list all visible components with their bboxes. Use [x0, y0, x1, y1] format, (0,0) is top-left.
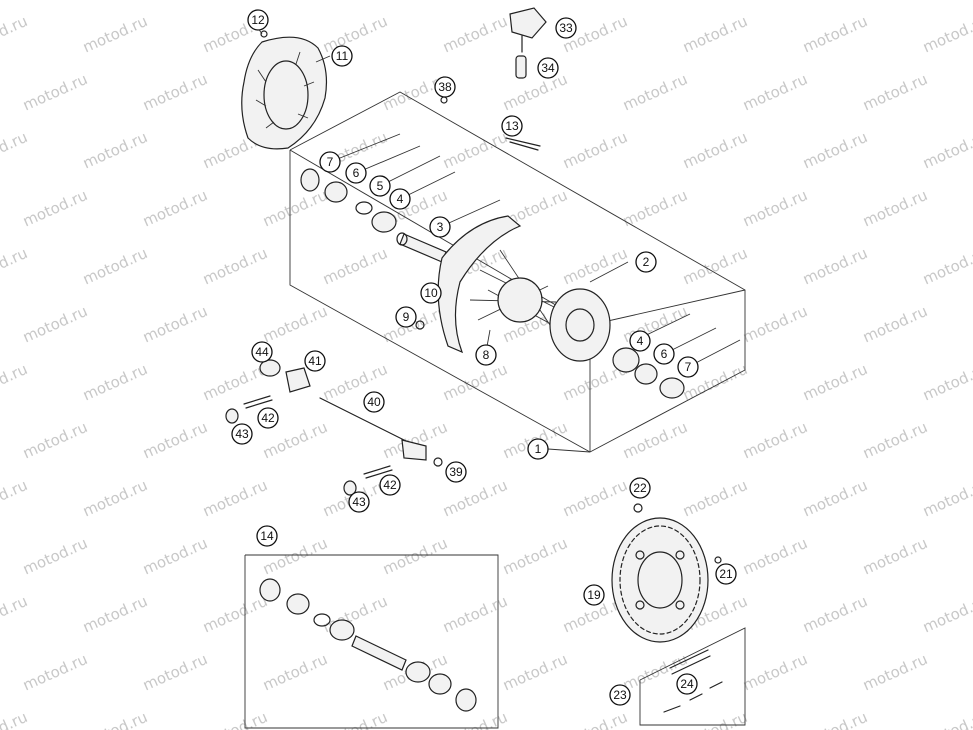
callout-number: 44: [255, 345, 269, 359]
callout-4: 4: [629, 330, 651, 352]
sprocket-screw-part: [714, 556, 722, 564]
callout-39: 39: [445, 461, 467, 483]
callout-40: 40: [363, 391, 385, 413]
callout-42: 42: [257, 407, 279, 429]
callout-number: 5: [377, 179, 384, 193]
callout-5: 5: [369, 175, 391, 197]
callout-number: 4: [397, 192, 404, 206]
callout-7: 7: [677, 356, 699, 378]
nipple-part: [440, 96, 448, 104]
callout-number: 1: [535, 442, 542, 456]
screw-part: [415, 320, 425, 330]
callout-number: 24: [680, 677, 694, 691]
callout-43: 43: [231, 423, 253, 445]
callout-6: 6: [345, 162, 367, 184]
callout-number: 33: [559, 21, 573, 35]
spoke-part: [505, 137, 541, 151]
callout-number: 6: [353, 166, 360, 180]
callout-11: 11: [331, 45, 353, 67]
callout-41: 41: [304, 350, 326, 372]
left-bearing-stack: [300, 168, 397, 233]
chain-frame: [639, 627, 746, 726]
right-adjuster-parts: [343, 457, 443, 496]
bearing-kit-contents: [259, 578, 477, 712]
callout-19: 19: [583, 584, 605, 606]
left-adjuster-parts: [225, 359, 311, 424]
wheel-assembly-frame: [289, 91, 746, 453]
callout-number: 11: [336, 49, 349, 63]
callout-number: 9: [403, 310, 410, 324]
axle-part: [319, 397, 427, 461]
callout-3: 3: [429, 216, 451, 238]
callout-13: 13: [501, 115, 523, 137]
callout-number: 12: [251, 13, 265, 27]
callout-22: 22: [629, 477, 651, 499]
callout-number: 2: [643, 255, 650, 269]
callout-38: 38: [434, 76, 456, 98]
callout-33: 33: [555, 17, 577, 39]
callout-number: 21: [719, 567, 733, 581]
callout-24: 24: [676, 673, 698, 695]
callout-number: 22: [633, 481, 647, 495]
callout-34: 34: [537, 57, 559, 79]
chain-part: [663, 649, 723, 713]
valve-part: [509, 7, 547, 79]
callout-14: 14: [256, 525, 278, 547]
callout-number: 19: [587, 588, 601, 602]
callout-42: 42: [379, 474, 401, 496]
callout-number: 3: [437, 220, 444, 234]
callout-number: 43: [352, 495, 366, 509]
callout-23: 23: [609, 684, 631, 706]
hub-spokes: [469, 249, 611, 362]
callout-number: 8: [483, 348, 490, 362]
callout-number: 34: [541, 61, 555, 75]
bearing-kit-frame: [244, 554, 499, 729]
callout-number: 42: [383, 478, 397, 492]
callout-2: 2: [635, 251, 657, 273]
callout-number: 6: [661, 347, 668, 361]
callouts-layer: 1234567891011121314192122232433343839404…: [231, 9, 737, 706]
callout-number: 41: [308, 354, 322, 368]
callout-number: 10: [424, 286, 438, 300]
callout-8: 8: [475, 344, 497, 366]
callout-number: 42: [261, 411, 275, 425]
callout-44: 44: [251, 341, 273, 363]
callout-number: 38: [438, 80, 452, 94]
callout-number: 40: [367, 395, 381, 409]
callout-number: 39: [449, 465, 463, 479]
sprocket-nut-part: [633, 503, 643, 513]
rim-part: [437, 215, 522, 354]
callout-21: 21: [715, 563, 737, 585]
callout-number: 7: [685, 360, 692, 374]
callout-43: 43: [348, 491, 370, 513]
disc-screw-part: [260, 30, 268, 38]
callout-6: 6: [653, 343, 675, 365]
callout-number: 23: [613, 688, 627, 702]
callout-9: 9: [395, 306, 417, 328]
callout-number: 4: [637, 334, 644, 348]
right-bearing-stack: [612, 347, 685, 399]
callout-10: 10: [420, 282, 442, 304]
callout-number: 43: [235, 427, 249, 441]
callout-12: 12: [247, 9, 269, 31]
brake-disc-part: [241, 36, 328, 150]
callout-number: 13: [505, 119, 519, 133]
callout-1: 1: [527, 438, 549, 460]
sprocket-part: [611, 517, 709, 643]
callout-number: 14: [260, 529, 274, 543]
callout-7: 7: [319, 151, 341, 173]
callout-number: 7: [327, 155, 334, 169]
callout-4: 4: [389, 188, 411, 210]
